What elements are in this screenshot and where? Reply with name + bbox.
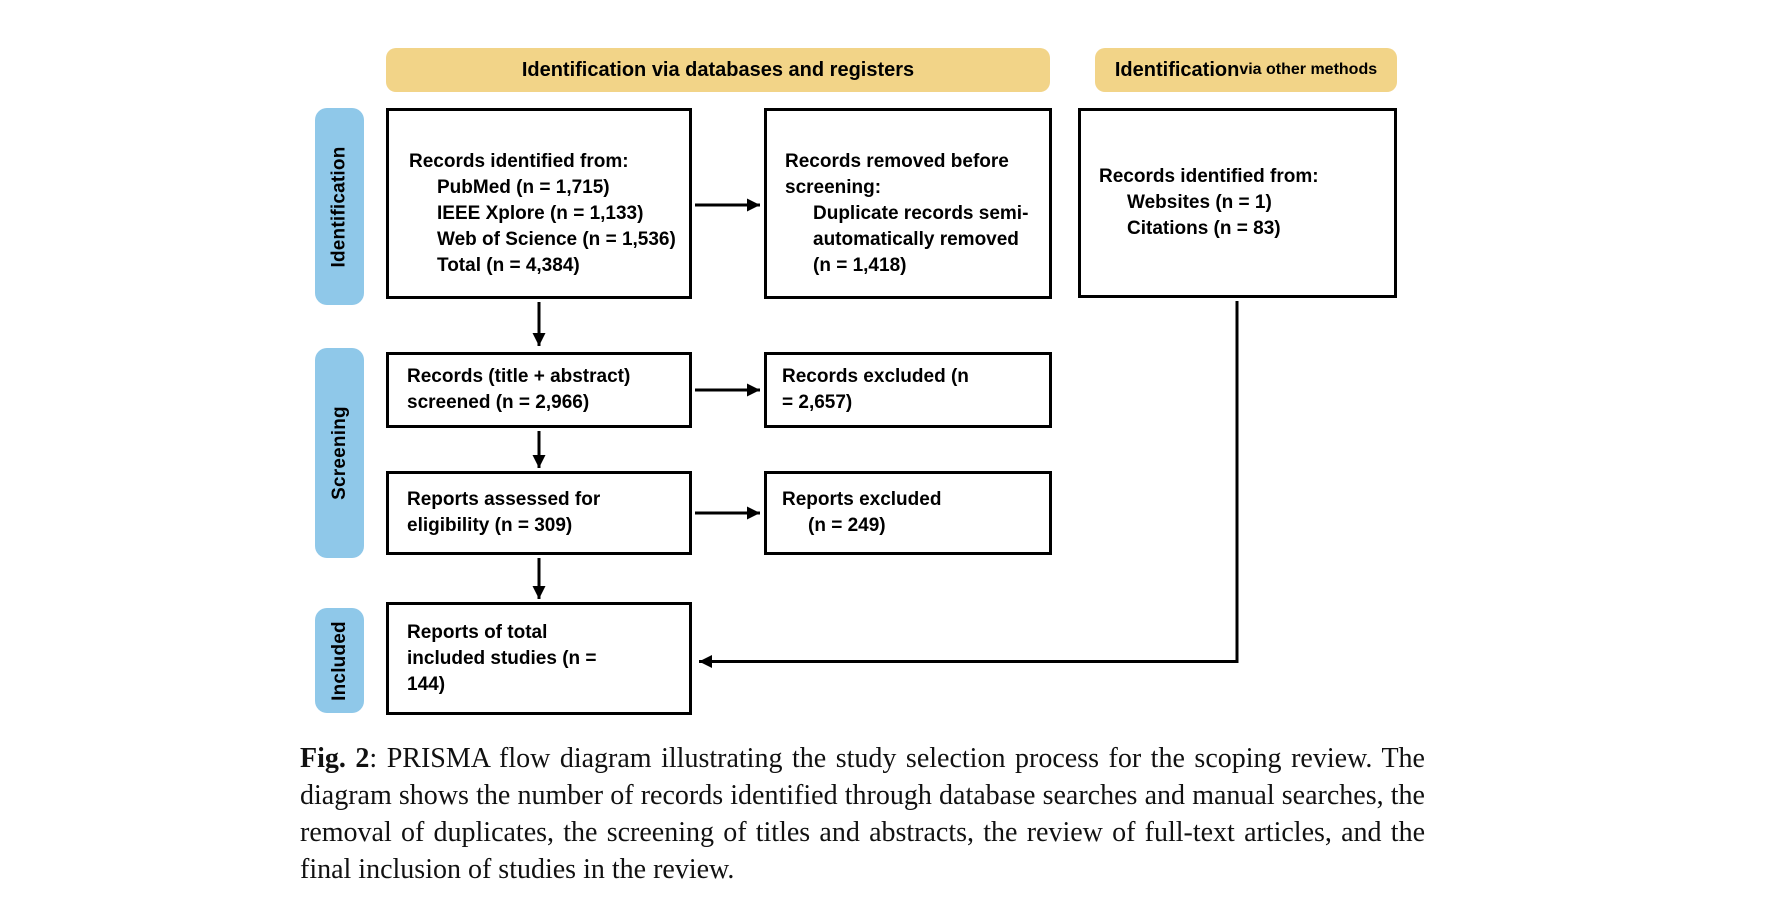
stage-tab-identification-label: Identification <box>328 145 350 268</box>
records-removed-label: Records removed before screening: <box>785 151 1009 198</box>
stage-tab-screening: Screening <box>315 348 364 558</box>
records-identified-label: Records identified from: <box>409 151 629 172</box>
other-identified-label: Records identified from: <box>1099 166 1319 187</box>
records-screened-label: Records (title + abstract) screened (n =… <box>407 366 631 413</box>
box-other-identified: Records identified from: Websites (n = 1… <box>1078 108 1397 298</box>
stage-tab-screening-label: Screening <box>328 406 350 500</box>
figure-caption: Fig. 2: PRISMA flow diagram illustrating… <box>300 740 1425 888</box>
other-identified-item-websites: Websites (n = 1) <box>1127 192 1272 213</box>
records-identified-item-total: Total (n = 4,384) <box>437 255 580 276</box>
box-records-excluded: Records excluded (n = 2,657) <box>764 352 1052 428</box>
records-identified-item-ieee: IEEE Xplore (n = 1,133) <box>437 203 644 224</box>
records-removed-item-duplicates: Duplicate records semi-automatically rem… <box>813 203 1029 276</box>
reports-excluded-count: (n = 249) <box>808 515 886 536</box>
box-records-removed: Records removed before screening: Duplic… <box>764 108 1052 299</box>
stage-tab-included-label: Included <box>328 620 350 701</box>
header-other-label-rest: via other methods <box>1239 61 1378 78</box>
other-identified-item-citations: Citations (n = 83) <box>1127 218 1281 239</box>
box-reports-included: Reports of total included studies (n = 1… <box>386 602 692 715</box>
records-excluded-label: Records excluded (n = 2,657) <box>782 366 969 413</box>
box-reports-assessed: Reports assessed for eligibility (n = 30… <box>386 471 692 555</box>
records-identified-item-wos: Web of Science (n = 1,536) <box>437 229 676 250</box>
reports-included-label: Reports of total included studies (n = 1… <box>407 621 597 695</box>
header-other-methods: Identification via other methods <box>1095 48 1397 92</box>
figure-caption-text: : PRISMA flow diagram illustrating the s… <box>300 743 1425 885</box>
box-records-screened: Records (title + abstract) screened (n =… <box>386 352 692 428</box>
header-other-label-bold: Identification <box>1114 58 1240 81</box>
reports-excluded-label: Reports excluded <box>782 489 942 510</box>
reports-assessed-label: Reports assessed for eligibility (n = 30… <box>407 489 601 536</box>
stage-tab-included: Included <box>315 608 364 713</box>
stage-tab-identification: Identification <box>315 108 364 305</box>
header-databases-label: Identification via databases and registe… <box>521 58 915 81</box>
records-identified-item-pubmed: PubMed (n = 1,715) <box>437 177 610 198</box>
box-records-identified: Records identified from: PubMed (n = 1,7… <box>386 108 692 299</box>
box-reports-excluded: Reports excluded (n = 249) <box>764 471 1052 555</box>
header-databases-registers: Identification via databases and registe… <box>386 48 1050 92</box>
figure-caption-number: Fig. 2 <box>300 743 370 774</box>
